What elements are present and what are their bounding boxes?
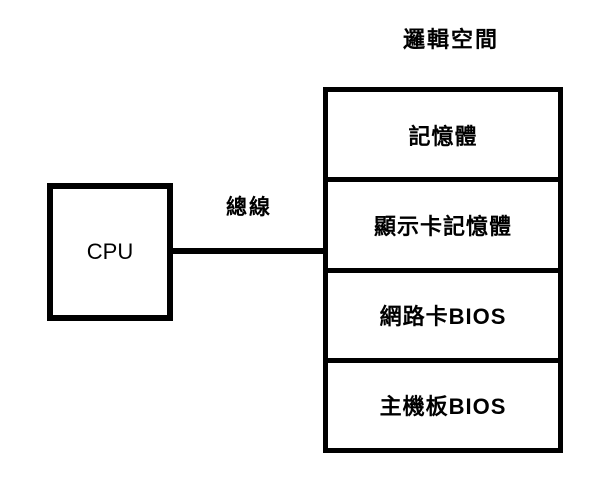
- cpu-box: CPU: [47, 183, 173, 321]
- memory-block-motherboard-bios: 主機板BIOS: [379, 394, 507, 420]
- bus-label: 總線: [226, 196, 272, 219]
- memory-block-nic-bios: 網路卡BIOS: [328, 273, 558, 363]
- cpu-label: CPU: [86, 239, 134, 264]
- diagram-title: 邏輯空間: [402, 27, 499, 52]
- memory-block-ram: 記憶體: [328, 92, 558, 183]
- memory-block-gpu-memory: 顯示卡記憶體: [328, 182, 558, 273]
- bus-connector-line: [173, 248, 325, 254]
- memory-stack: 記憶體 顯示卡記憶體 網路卡BIOS 主機板BIOS: [323, 87, 563, 453]
